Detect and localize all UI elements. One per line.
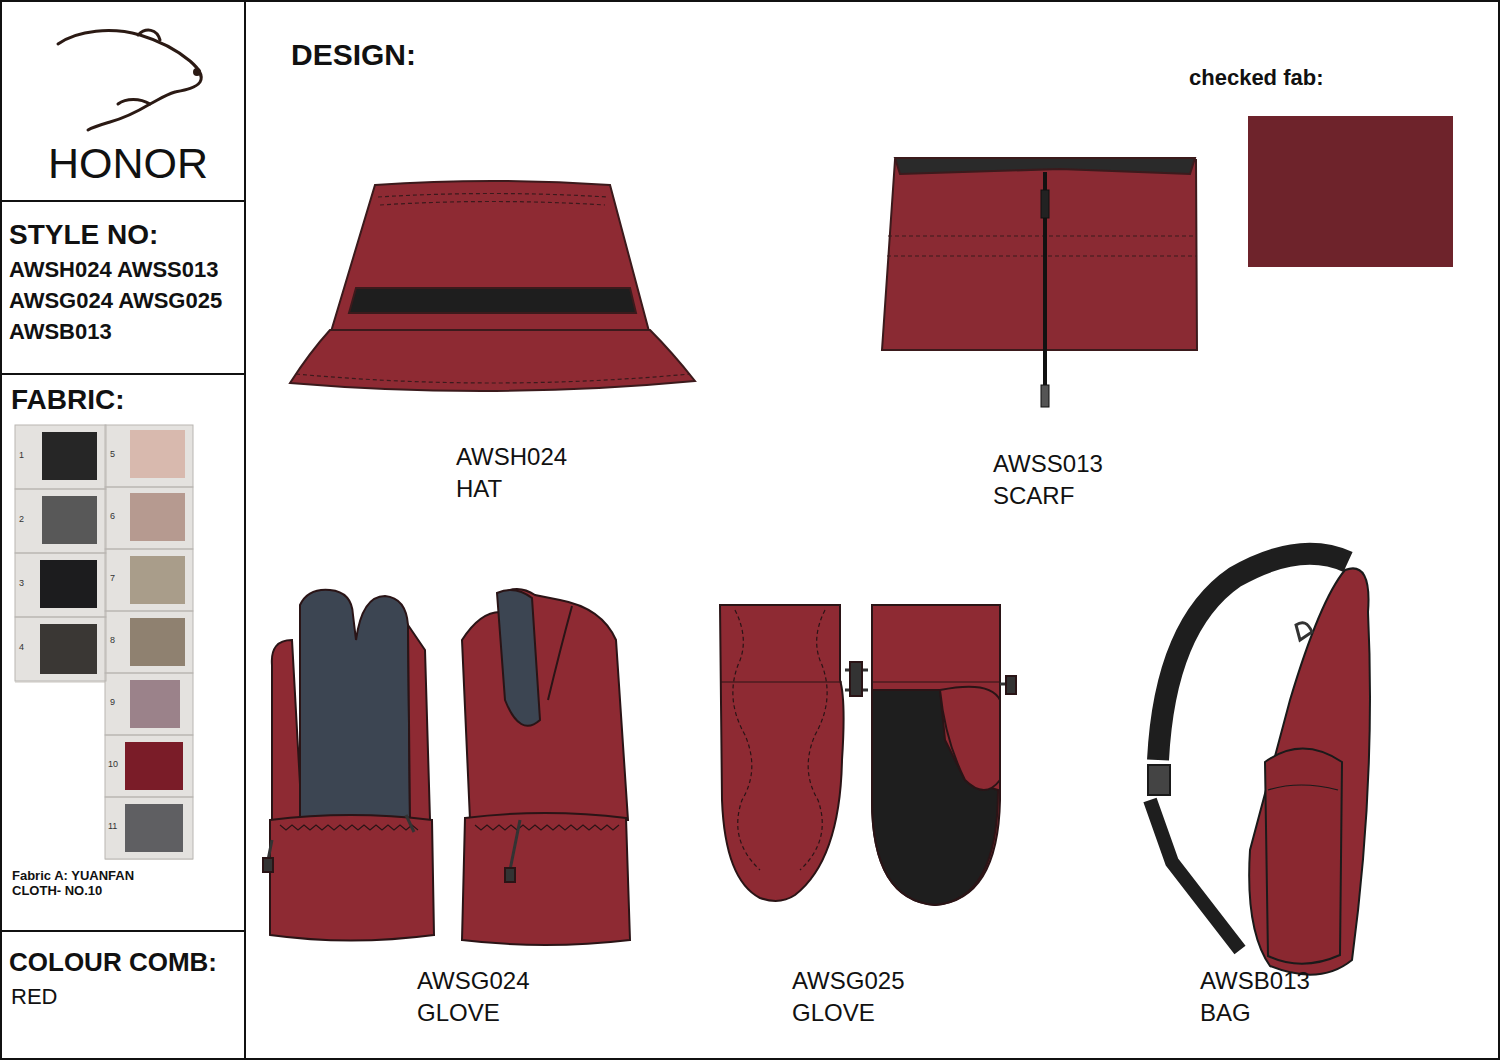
bear-outline xyxy=(58,31,201,130)
swatch xyxy=(130,680,180,728)
hat-drawing xyxy=(290,181,695,391)
scarf-body xyxy=(882,160,1197,350)
swatch-heading: checked fab: xyxy=(1189,66,1324,90)
hat-band xyxy=(349,288,636,313)
swatch-number: 2 xyxy=(19,515,24,524)
bear-ear xyxy=(138,30,160,40)
scarf-stitch xyxy=(887,236,1197,256)
glove-palm xyxy=(300,590,410,820)
card-right xyxy=(105,425,193,860)
swatch-number: 1 xyxy=(19,451,24,460)
glove-cuff xyxy=(270,815,434,941)
mitten-back xyxy=(720,605,844,901)
item-caption: AWSG024 GLOVE xyxy=(417,965,530,1030)
swatch xyxy=(130,556,185,604)
section-heading: STYLE NO: xyxy=(9,220,158,251)
toggle-lock xyxy=(505,868,515,882)
bag-strap xyxy=(1150,800,1240,950)
swatch xyxy=(125,742,183,790)
mitten-toggle xyxy=(845,670,1015,690)
zipper-pull xyxy=(1041,190,1049,218)
glove-elastic xyxy=(475,825,619,830)
hat-brim xyxy=(290,330,695,391)
mitten-drawing xyxy=(720,605,1016,905)
toggle-lock xyxy=(850,662,862,696)
toggle-lock xyxy=(263,858,273,872)
swatch xyxy=(125,804,183,852)
swatch-number: 6 xyxy=(110,512,115,521)
swatch xyxy=(130,618,185,666)
pocket-zip xyxy=(1268,785,1338,790)
section-heading: COLOUR COMB: xyxy=(9,948,217,977)
card-grid xyxy=(15,425,193,859)
fabric-swatch xyxy=(1248,116,1453,267)
glove-cuff xyxy=(462,813,630,945)
bear-logo xyxy=(58,30,201,130)
bag-drawing xyxy=(1148,554,1370,975)
swatch-number: 9 xyxy=(110,698,115,707)
colour-name: RED xyxy=(11,985,57,1009)
mitten-thumb xyxy=(940,687,1000,790)
bag-buckle xyxy=(1148,765,1170,795)
swatch xyxy=(42,496,97,544)
swatch xyxy=(130,493,185,541)
item-caption: AWSH024 HAT xyxy=(456,441,567,506)
d-ring xyxy=(1296,623,1312,640)
swatch-number: 10 xyxy=(108,760,118,769)
zipper-end xyxy=(1041,385,1049,407)
toggle-lock xyxy=(1006,676,1016,694)
colour-panel: COLOUR COMB: RED xyxy=(0,930,246,1060)
swatch xyxy=(40,560,97,608)
swatch-number: 11 xyxy=(108,822,117,831)
bear-nose xyxy=(195,70,200,75)
item-caption: AWSB013 BAG xyxy=(1200,965,1310,1030)
card-left xyxy=(15,425,106,683)
fabric-panel: FABRIC: Fabric A: YUANFAN CLOTH- NO.10 xyxy=(0,373,246,932)
finger-slit xyxy=(548,606,572,700)
bag-body xyxy=(1249,568,1370,974)
mitten-quilting xyxy=(733,610,827,870)
section-heading: DESIGN: xyxy=(291,38,416,71)
swatch-number: 8 xyxy=(110,636,115,645)
glove-thumb xyxy=(497,590,540,726)
checked-fabric-box: checked fab: xyxy=(1186,64,1456,269)
scarf-lining xyxy=(895,158,1195,174)
glove-back xyxy=(462,589,628,820)
glove-toggle xyxy=(268,815,414,860)
bag-pocket xyxy=(1265,749,1342,964)
mitten-strap xyxy=(720,681,842,682)
style-numbers: AWSH024 AWSS013 AWSG024 AWSG025 AWSB013 xyxy=(9,255,241,347)
swatch-number: 5 xyxy=(110,450,115,459)
fabric-note: Fabric A: YUANFAN CLOTH- NO.10 xyxy=(12,869,152,899)
design-panel: DESIGN: checked fab: xyxy=(244,0,1500,1060)
brand-name: HONOR xyxy=(48,140,208,187)
hat-stitch xyxy=(296,194,690,384)
scarf-drawing xyxy=(882,158,1197,407)
swatch-number: 4 xyxy=(19,643,24,652)
mitten-back xyxy=(872,605,1000,905)
glove-toggle xyxy=(510,820,520,870)
swatch xyxy=(40,624,97,674)
item-caption: AWSG025 GLOVE xyxy=(792,965,905,1030)
mitten-strap xyxy=(872,681,1000,682)
item-caption: AWSS013 SCARF xyxy=(993,448,1103,513)
fabric-card xyxy=(15,425,193,860)
logo-panel: HONOR xyxy=(0,0,246,202)
glove-elastic xyxy=(280,825,418,830)
hat-crown xyxy=(330,181,650,335)
swatch xyxy=(130,430,185,478)
section-heading: FABRIC: xyxy=(11,385,125,416)
glove-drawing xyxy=(263,589,630,945)
swatch-number: 3 xyxy=(19,579,24,588)
swatch-number: 7 xyxy=(110,574,115,583)
bear-jaw xyxy=(118,100,150,105)
glove-back xyxy=(272,640,302,820)
glove-side xyxy=(408,625,430,820)
style-panel: STYLE NO: AWSH024 AWSS013 AWSG024 AWSG025… xyxy=(0,200,246,375)
swatch xyxy=(42,432,97,480)
